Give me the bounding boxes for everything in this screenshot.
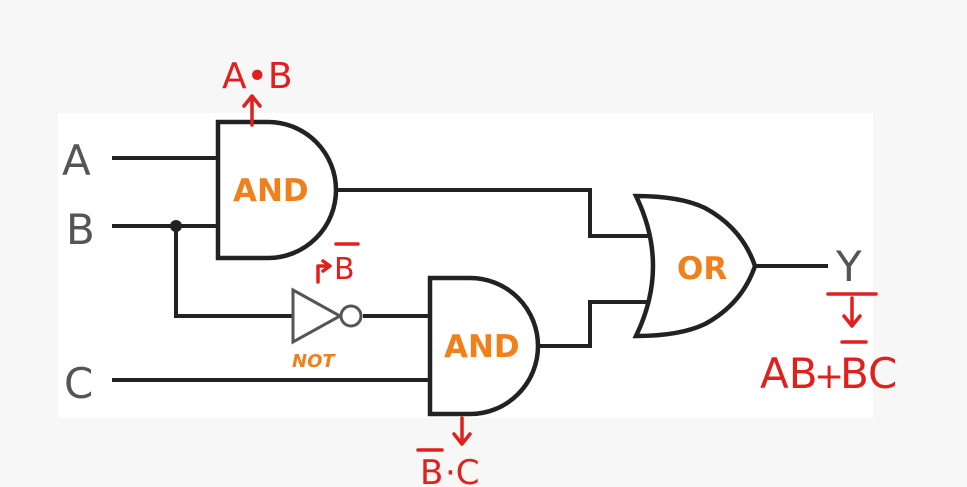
- annotation-output-b: B: [840, 349, 869, 398]
- annotation-output-plus: +: [814, 356, 844, 397]
- input-label-c: C: [64, 359, 93, 408]
- arrow-down-output-icon: [842, 296, 862, 328]
- arrow-down-icon: [452, 416, 472, 446]
- and-gate-top: [215, 119, 339, 261]
- junction-dot: [170, 220, 182, 232]
- not-gate: [291, 287, 344, 345]
- input-label-b: B: [66, 205, 95, 254]
- annotation-and-top: A•B: [222, 56, 293, 97]
- output-label-y: Y: [835, 242, 862, 291]
- wire-and-top-out: [328, 188, 652, 238]
- and-gate-bottom: [427, 275, 541, 417]
- arrow-bent-icon: [316, 259, 332, 284]
- and-gate-bottom-label: AND: [444, 329, 520, 365]
- annotation-output-c: C: [868, 349, 897, 398]
- annotation-not-output: B: [334, 252, 355, 287]
- wire-b-branch: [174, 226, 294, 318]
- wires: [112, 156, 828, 382]
- annotation-and-bottom-c: ·C: [445, 453, 480, 487]
- or-gate: [632, 193, 758, 339]
- annotation-output-ab: AB: [760, 349, 818, 398]
- annotation-and-bottom-b: B: [420, 453, 443, 487]
- not-gate-label: NOT: [292, 351, 336, 372]
- and-gate-top-label: AND: [233, 173, 309, 209]
- arrow-up-icon: [242, 94, 262, 127]
- or-gate-label: OR: [677, 251, 727, 287]
- input-label-a: A: [62, 136, 91, 185]
- wire-and-bottom-out: [538, 300, 652, 348]
- not-gate-bubble: [339, 304, 363, 328]
